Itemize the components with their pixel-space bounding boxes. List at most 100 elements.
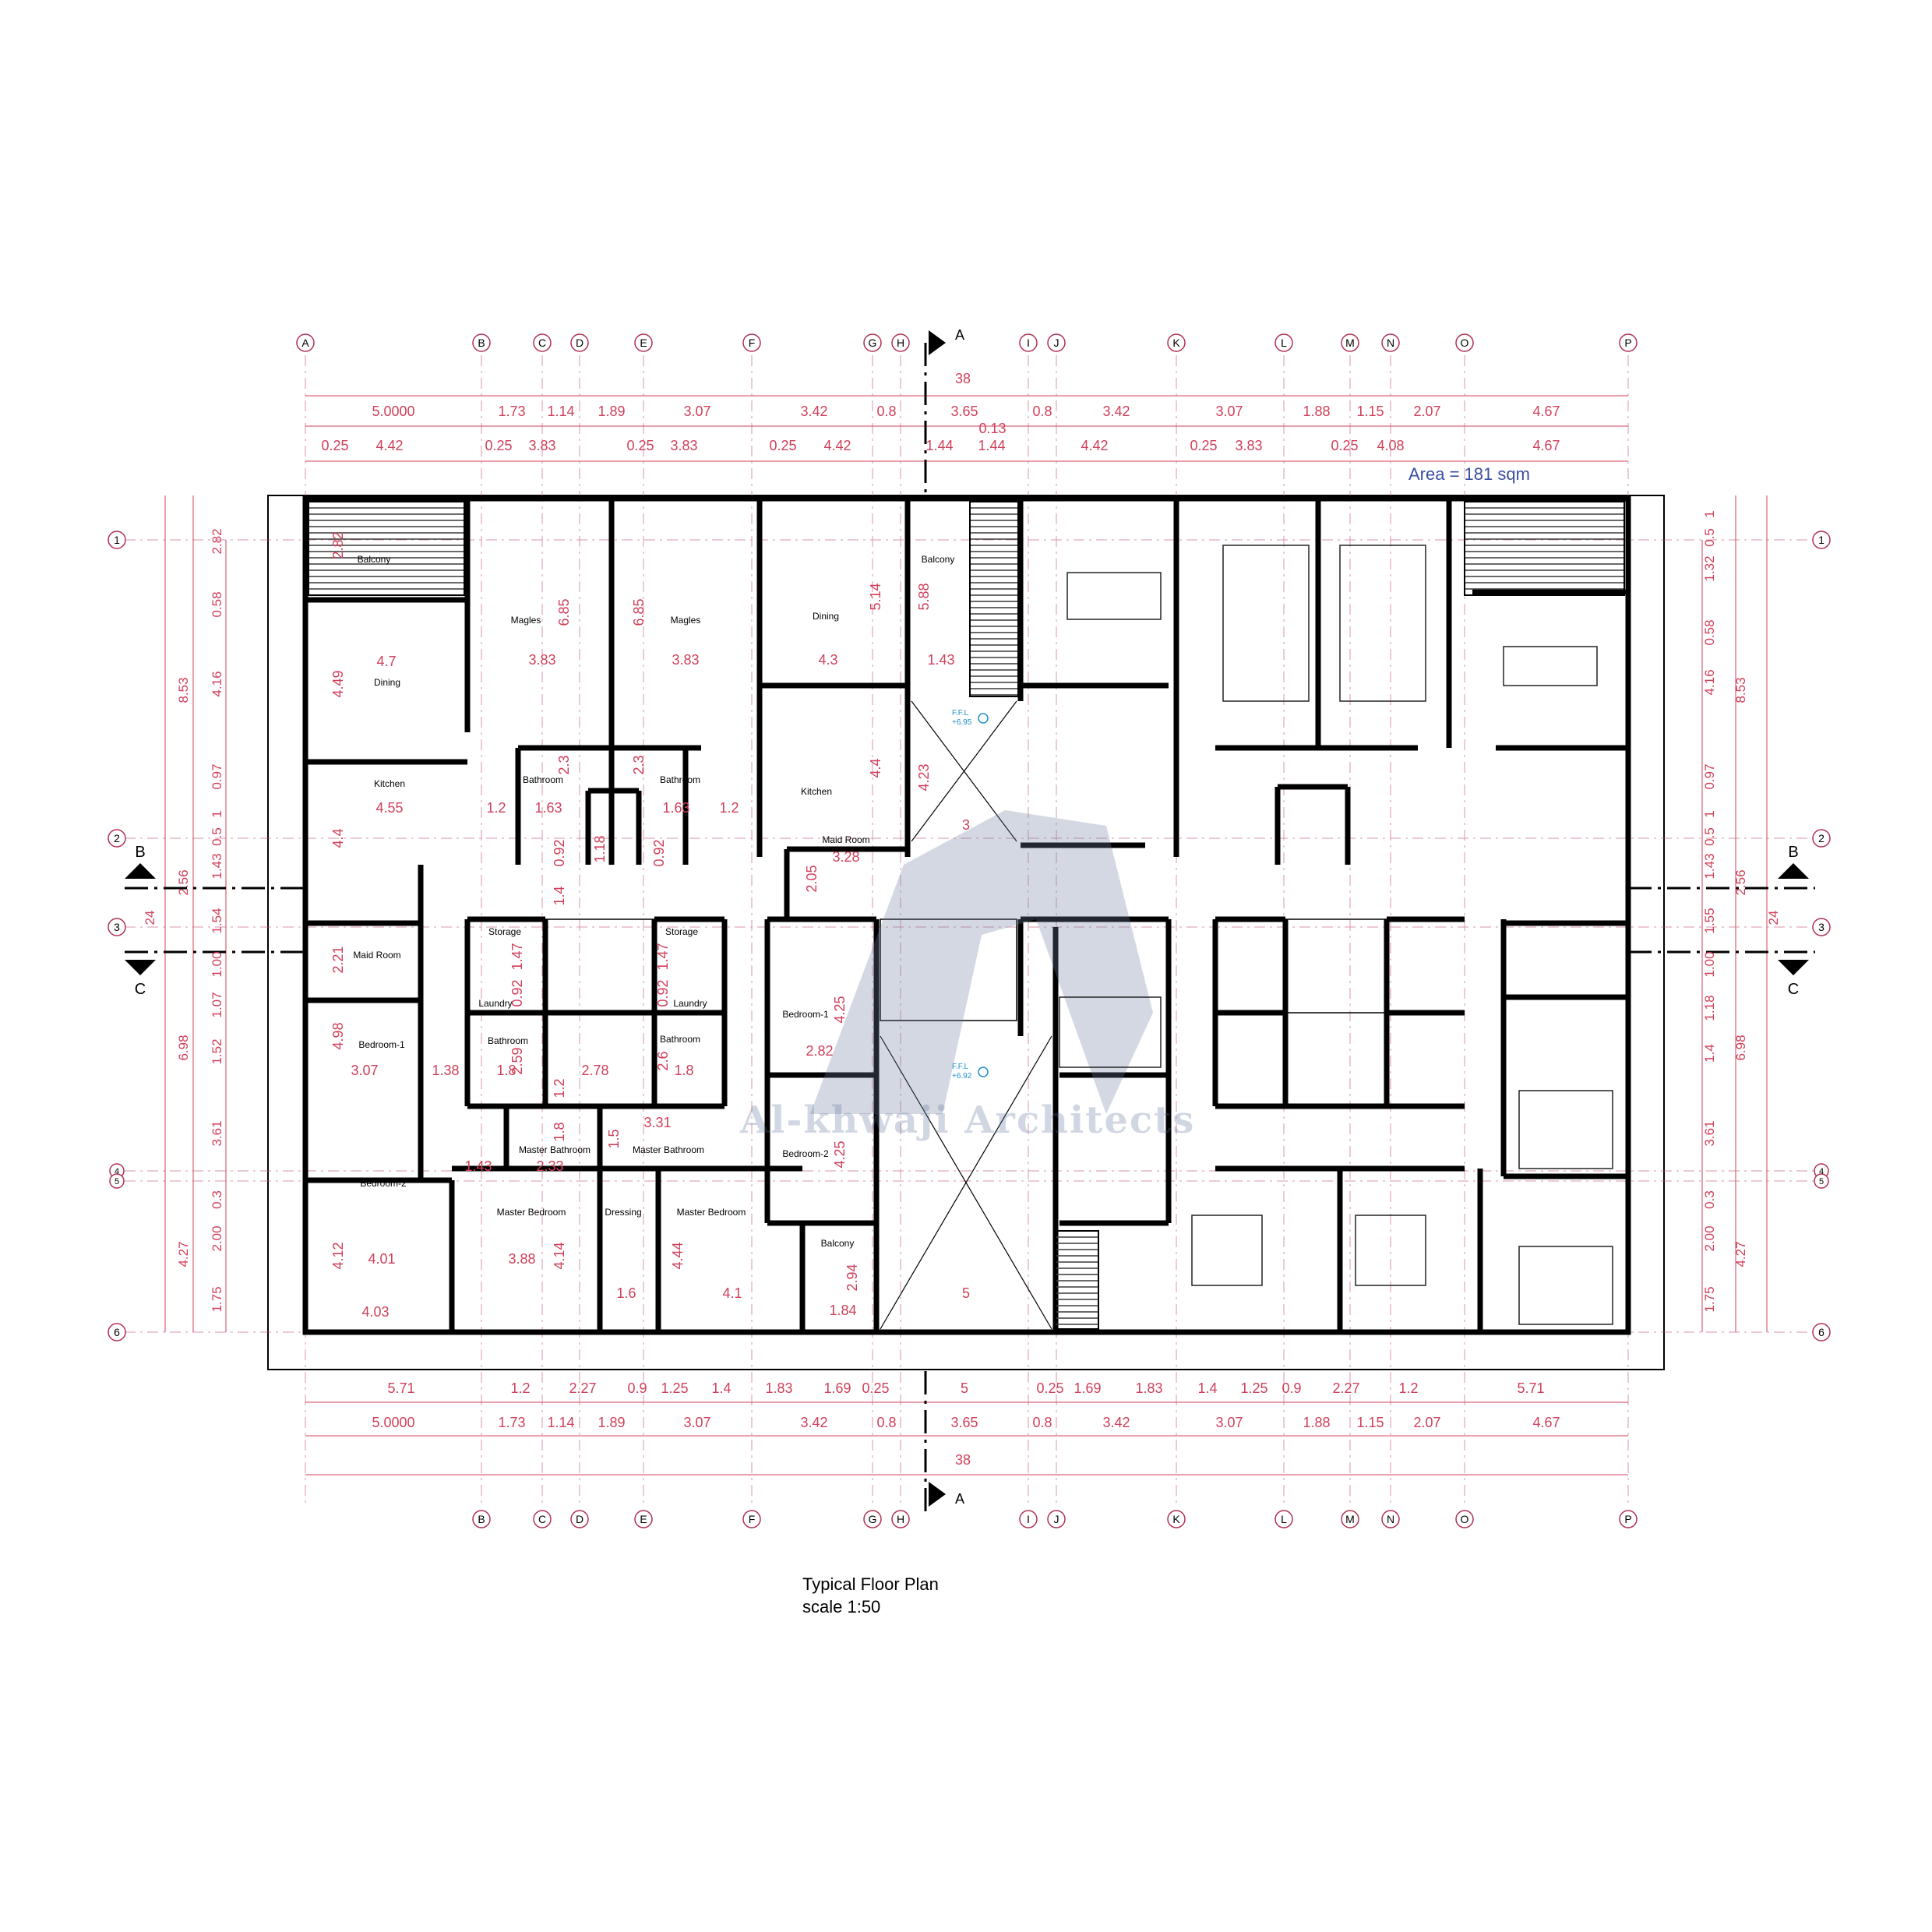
dim-bottom-row2: 3.07 — [1215, 1415, 1243, 1430]
dim-bottom-row1: 1.2 — [510, 1380, 530, 1396]
plan-title: Typical Floor Plan — [802, 1574, 939, 1594]
dim-right-outer: 4.27 — [1733, 1241, 1748, 1267]
room-dim-v: 4.25 — [832, 1141, 848, 1168]
section-label: B — [135, 844, 145, 861]
dim-bottom-row1: 1.69 — [1074, 1380, 1101, 1396]
dim-bottom-row1: 0.25 — [862, 1380, 889, 1396]
room-dim-v: 1.47 — [655, 943, 671, 970]
dim-left-inner: 1.07 — [210, 992, 224, 1017]
dim-top-row2: 0.25 — [1190, 438, 1217, 453]
dim-top-row2: 1.44 — [925, 438, 953, 453]
room-label-balcony: Balcony — [821, 1238, 855, 1249]
grid-label-bottom: M — [1345, 1513, 1355, 1525]
room-dim: 1.43 — [464, 1158, 492, 1174]
grid-row-label-right: 1 — [1818, 534, 1824, 546]
room-dim-v: 1.18 — [592, 835, 608, 862]
grid-label-top: L — [1281, 337, 1287, 349]
room-dim: 5 — [962, 1285, 970, 1301]
room-label-bedroom2: Bedroom-2 — [360, 1178, 407, 1189]
dim-right-inner: 4.16 — [1702, 669, 1717, 695]
room-dim-v: 4.98 — [330, 1022, 346, 1049]
room-dim: 1.38 — [432, 1063, 459, 1078]
section-label: C — [1788, 981, 1799, 998]
dim-right-inner: 1.00 — [1702, 951, 1717, 977]
room-dim-v: 0.92 — [509, 979, 525, 1007]
room-dim-v: 5.14 — [868, 583, 883, 610]
dim-left-inner: 0.97 — [210, 763, 224, 789]
room-label-bedroom1: Bedroom-1 — [782, 1009, 829, 1020]
room-label-bathroom: Bathroom — [660, 1034, 700, 1045]
dim-top-row1: 1.89 — [598, 404, 625, 419]
ffl-label: F.F.L — [952, 709, 969, 717]
room-dim: 3.83 — [528, 652, 555, 668]
dim-left-inner: 0.5 — [210, 827, 224, 846]
dim-left-outer: 8.53 — [176, 677, 191, 703]
room-label-dining: Dining — [813, 611, 839, 622]
dim-top-row1: 3.07 — [683, 404, 710, 419]
grid-label-bottom: N — [1387, 1513, 1394, 1525]
room-label-bathroom: Bathroom — [660, 774, 700, 785]
room-dim-v: 2.59 — [509, 1047, 525, 1074]
room-dim: 1.8 — [674, 1063, 693, 1078]
room-dim-v: 2.3 — [556, 755, 572, 774]
dim-right-outer: 8.53 — [1733, 677, 1748, 703]
dim-top-row1: 2.07 — [1413, 404, 1440, 419]
dim-right-inner: 1.32 — [1702, 555, 1717, 581]
room-dim-v: 1.47 — [509, 943, 525, 970]
room-dim: 2.33 — [536, 1158, 563, 1174]
balcony-hatches — [308, 501, 1625, 1330]
room-label-storage: Storage — [665, 926, 698, 937]
room-dim: 1.6 — [616, 1285, 636, 1301]
dim-top-row2: 3.83 — [1235, 438, 1262, 453]
grid-row-label-left: 3 — [114, 921, 120, 933]
dim-left-inner: 1.54 — [210, 908, 224, 933]
room-dim-v: 4.23 — [916, 763, 932, 791]
dim-bottom-row1: 1.25 — [1240, 1380, 1267, 1396]
dim-right-outer: 6.98 — [1733, 1035, 1748, 1060]
grid-label-top: J — [1054, 337, 1059, 349]
grid-label-bottom: E — [640, 1513, 647, 1525]
dim-top-row2: 3.83 — [670, 438, 697, 453]
dim-right-inner: 0.5 — [1702, 827, 1717, 846]
dim-right-inner: 0.3 — [1702, 1190, 1717, 1209]
room-label-storage: Storage — [488, 926, 521, 937]
room-dim: 3.31 — [643, 1115, 671, 1130]
room-dim: 2.82 — [806, 1043, 833, 1059]
grid-label-bottom: C — [538, 1513, 546, 1525]
room-dim: 4.7 — [376, 654, 396, 669]
dim-top-row2: 4.42 — [823, 438, 851, 453]
dim-left-inner: 0.3 — [210, 1190, 224, 1209]
room-dim-v: 1.2 — [552, 1078, 567, 1098]
dim-bottom-row2: 5.0000 — [372, 1415, 414, 1430]
grid-row-label-right: 4 — [1819, 1167, 1824, 1176]
room-label-dressing: Dressing — [605, 1207, 641, 1218]
dim-bottom-row1: 1.4 — [711, 1380, 731, 1396]
dim-top-row1: 1.15 — [1356, 404, 1384, 419]
dim-bottom-row2: 1.73 — [498, 1415, 525, 1430]
dim-right-inner: 1.4 — [1702, 1044, 1717, 1063]
dim-bottom-row2: 1.15 — [1356, 1415, 1384, 1430]
dim-right-inner: 1.75 — [1702, 1286, 1717, 1312]
dim-right-inner: 1 — [1702, 810, 1717, 817]
room-label-dining: Dining — [374, 677, 400, 688]
dim-left-outer: 24 — [143, 911, 157, 925]
dim-bottom-row1: 1.83 — [765, 1380, 792, 1396]
ffl-markers: F.F.L +6.95 F.F.L +6.92 — [952, 709, 989, 1081]
area-label: Area = 181 sqm — [1408, 464, 1530, 484]
dim-bottom-row2: 3.42 — [1102, 1415, 1130, 1430]
dim-left-inner: 1.43 — [210, 853, 224, 879]
room-dim: 4.55 — [375, 800, 403, 816]
grid-label-top: C — [538, 337, 546, 349]
dim-bottom-row1: 1.25 — [661, 1380, 688, 1396]
grid-row-label-right: 2 — [1818, 832, 1824, 844]
dim-top-row2: 4.08 — [1377, 438, 1404, 453]
dim-top-row2: 0.25 — [321, 438, 348, 453]
room-label-master-bathroom: Master Bathroom — [633, 1144, 704, 1155]
grid-label-bottom: P — [1624, 1513, 1631, 1525]
dim-bottom-row1: 1.4 — [1197, 1380, 1217, 1396]
room-label-master-bedroom: Master Bedroom — [497, 1207, 566, 1218]
room-dim-v: 1.5 — [606, 1129, 622, 1148]
dim-bottom-row1: 2.27 — [569, 1380, 596, 1396]
grid-label-bottom: K — [1172, 1513, 1180, 1525]
